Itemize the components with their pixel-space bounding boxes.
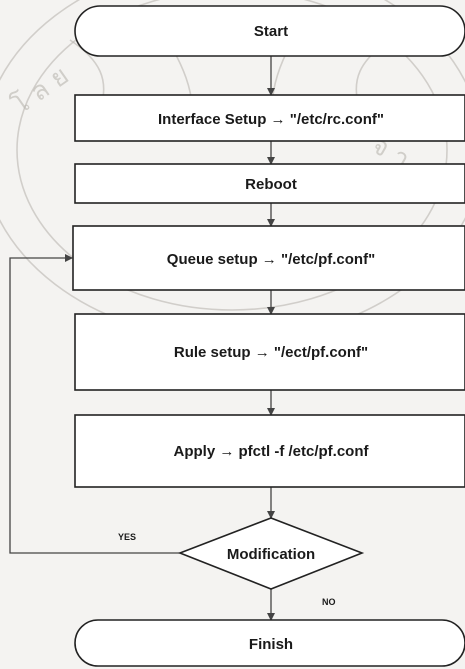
yes-label: YES bbox=[118, 532, 136, 542]
rule-setup-label: Rule setup → "/ect/pf.conf" bbox=[174, 344, 368, 361]
yes-loop-line bbox=[9, 254, 180, 554]
apply-node: Apply → pfctl -f /etc/pf.conf bbox=[74, 414, 465, 488]
no-label: NO bbox=[322, 597, 336, 607]
interface-setup-label: Interface Setup → "/etc/rc.conf" bbox=[158, 111, 384, 128]
finish-label: Finish bbox=[249, 636, 293, 653]
start-node: Start bbox=[74, 5, 465, 57]
queue-setup-label: Queue setup → "/etc/pf.conf" bbox=[167, 251, 375, 268]
reboot-label: Reboot bbox=[245, 176, 297, 193]
interface-setup-node: Interface Setup → "/etc/rc.conf" bbox=[74, 94, 465, 142]
queue-setup-node: Queue setup → "/etc/pf.conf" bbox=[72, 225, 465, 291]
connectors bbox=[9, 55, 275, 621]
decision-label: Modification bbox=[227, 546, 315, 563]
rule-setup-node: Rule setup → "/ect/pf.conf" bbox=[74, 313, 465, 391]
finish-node: Finish bbox=[74, 619, 465, 667]
reboot-node: Reboot bbox=[74, 163, 465, 204]
apply-label: Apply → pfctl -f /etc/pf.conf bbox=[174, 443, 370, 460]
modification-decision-node: Modification bbox=[177, 517, 365, 590]
svg-text:โ ล ย: โ ล ย bbox=[6, 60, 74, 121]
start-label: Start bbox=[254, 23, 288, 40]
